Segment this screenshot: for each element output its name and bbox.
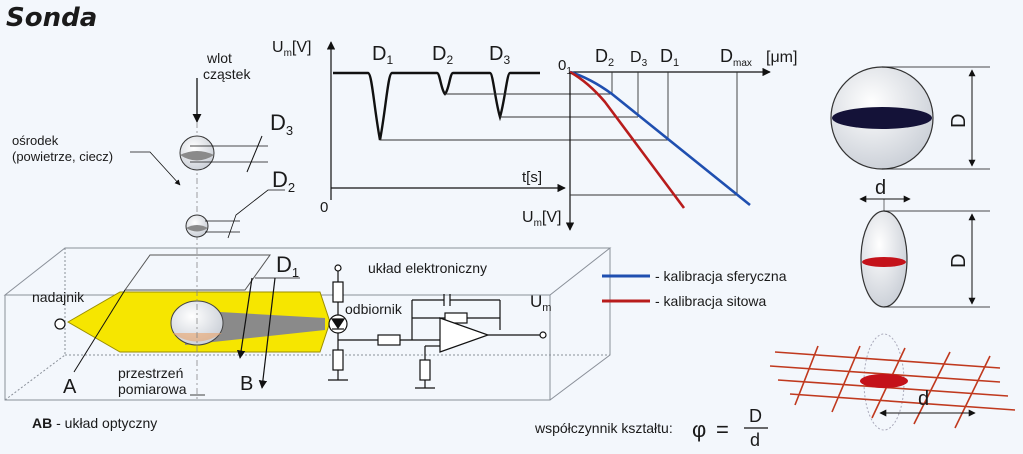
sieve-mesh (769, 333, 1016, 431)
label-d1: D1 (276, 252, 299, 280)
calibration-x-unit: [μm] (766, 49, 797, 66)
ellipsoid-dim-small-d: d (875, 177, 886, 199)
transmitter-icon (54, 318, 66, 330)
medium-label-2: (powietrze, ciecz) (12, 149, 113, 164)
space-label-2: pomiarowa (118, 381, 187, 397)
inlet-label-2: cząstek (203, 66, 251, 82)
signal-peak-d2: D2 (432, 43, 453, 67)
medium-label: ośrodek (12, 133, 59, 148)
transmitter-label: nadajnik (32, 289, 85, 305)
shape-factor-denominator: d (750, 430, 760, 449)
signal-trace (333, 71, 540, 141)
space-label: przestrzeń (118, 365, 183, 381)
shape-factor-phi: φ (692, 417, 706, 442)
ellipsoid-dim-big-d: D (948, 254, 970, 268)
receiver-label: odbiornik (345, 301, 403, 317)
legend-spherical-label: - kalibracja sferyczna (655, 268, 787, 284)
signal-y-label: Um[V] (272, 39, 311, 59)
d1-arrow-a (236, 277, 253, 359)
calibration-chart: 01 D2 D3 D1 Dmax [μm] Um[V] (522, 46, 797, 231)
calibration-origin: 01 (558, 57, 572, 77)
shape-factor-label: współczynnik kształtu: (534, 420, 673, 436)
calibration-tick-d1: D1 (660, 46, 679, 69)
electronics-label: układ elektroniczny (368, 260, 487, 276)
a-pointer (73, 289, 126, 373)
calibration-tick-d3: D3 (630, 49, 648, 69)
sphere-dim-big-d: D (948, 114, 970, 128)
sphere-shape (830, 66, 990, 170)
label-d2: D2 (272, 167, 295, 195)
label-b: B (240, 373, 253, 395)
signal-origin: 0 (320, 199, 328, 216)
label-a: A (63, 376, 77, 398)
shape-factor-numerator: D (749, 406, 762, 426)
output-um-label: Um (530, 292, 551, 314)
calibration-gridlines (570, 72, 738, 196)
particle-d3-section (180, 151, 214, 161)
d3-dim-arrow (246, 135, 263, 173)
calibration-tick-dmax: Dmax (720, 46, 752, 69)
particle-d2-section (186, 225, 208, 232)
d2-dim-pointer (227, 189, 285, 239)
projection-lines (380, 93, 668, 141)
page-title: Sonda (6, 3, 97, 33)
signal-x-label: t[s] (522, 169, 542, 186)
legend: - kalibracja sferyczna - kalibracja sito… (602, 268, 787, 309)
d1-arrow-b (258, 277, 276, 389)
medium-pointer (130, 151, 181, 186)
signal-peak-d3: D3 (489, 43, 510, 67)
signal-peak-d1: D1 (372, 43, 393, 67)
sieve-calibration-curve (569, 70, 686, 209)
calibration-tick-d2: D2 (595, 46, 614, 69)
legend-sieve-label: - kalibracja sitowa (655, 293, 766, 309)
measurement-plane (124, 254, 271, 291)
signal-chart: Um[V] t[s] 0 D1 D2 D3 (272, 39, 566, 216)
calibration-y-label: Um[V] (522, 209, 561, 229)
inlet-label: wlot (206, 50, 232, 66)
electronic-circuit (328, 264, 547, 389)
sieve-dim-small-d: d (918, 388, 929, 410)
shape-factor-equals: = (716, 417, 729, 442)
ellipsoid-shape (860, 199, 990, 308)
label-d3: D3 (270, 110, 293, 138)
optical-system-label: AB - układ optyczny (32, 415, 157, 431)
